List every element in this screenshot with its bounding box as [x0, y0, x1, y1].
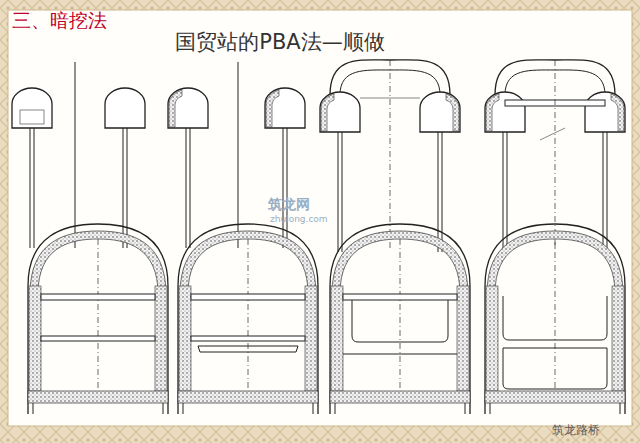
watermark: zhulong.com — [270, 214, 328, 224]
section-heading: 三、暗挖法 — [12, 10, 107, 32]
watermark: 筑龙网 — [268, 196, 310, 212]
slide-subtitle: 国贸站的PBA法—顺做 — [175, 30, 384, 54]
watermark: 筑龙路桥 — [552, 424, 600, 438]
